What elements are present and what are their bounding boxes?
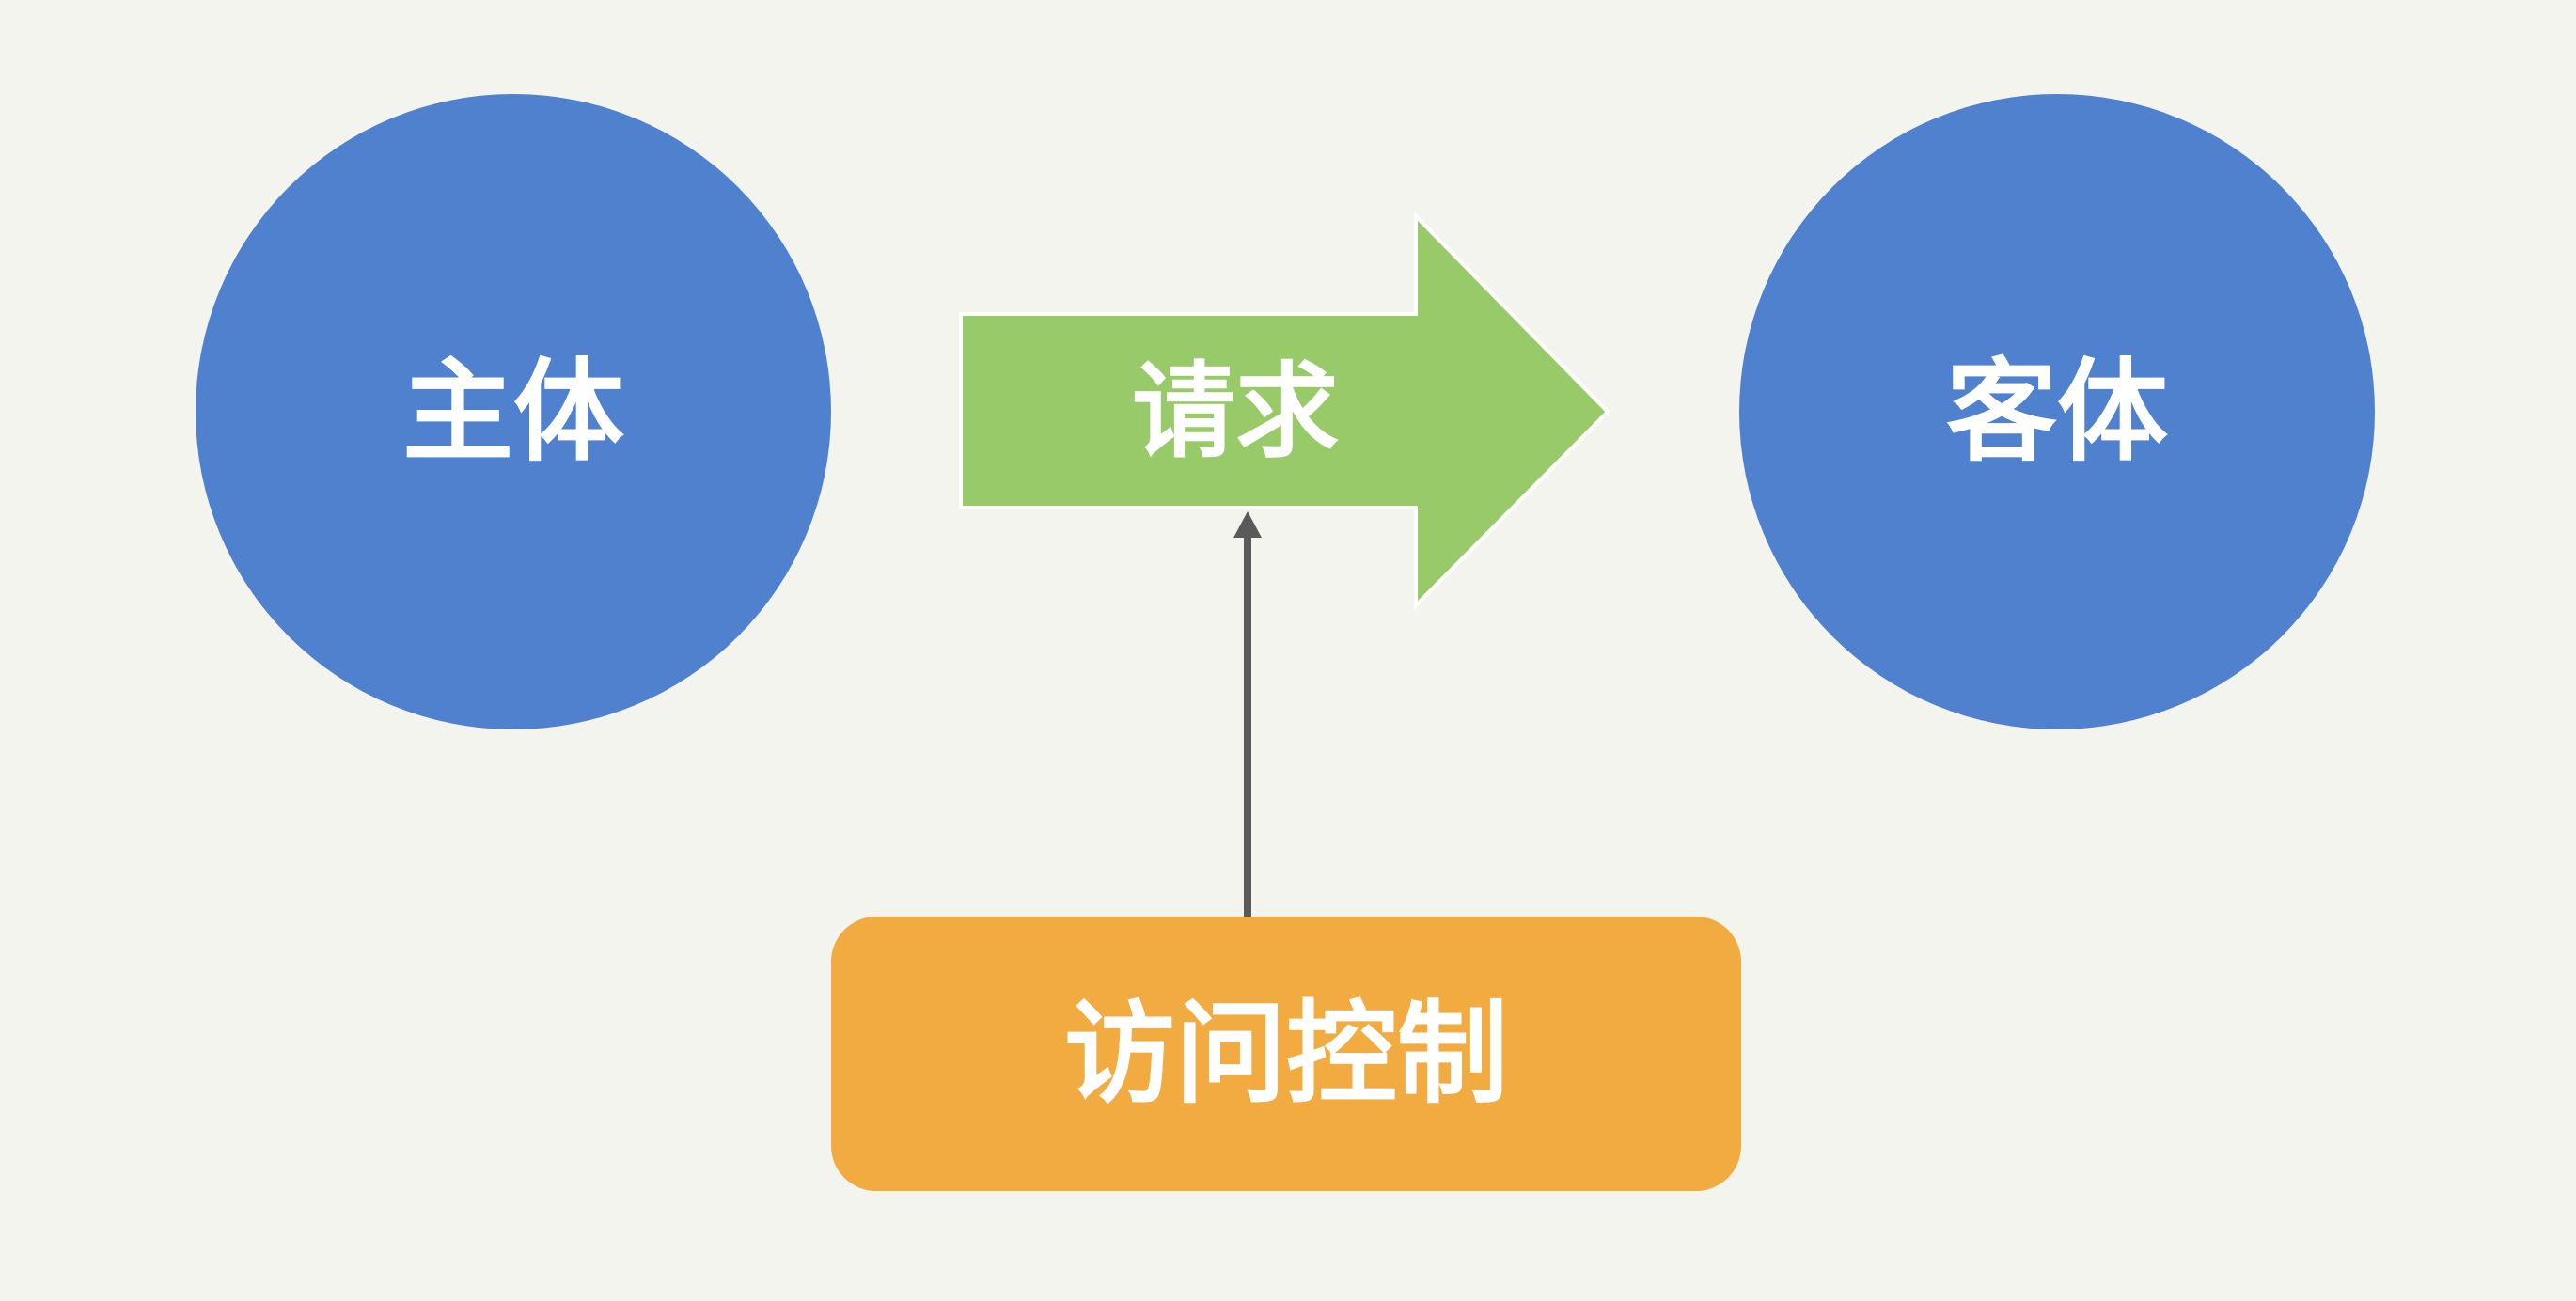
access-control-node: 访问控制	[831, 917, 1741, 1191]
control-connector	[1233, 511, 1262, 917]
control-connector-arrowhead-icon	[1233, 511, 1262, 538]
object-node: 客体	[1739, 94, 2375, 729]
request-label: 请求	[1132, 352, 1339, 472]
object-label: 客体	[1946, 347, 2168, 477]
request-arrow-shape	[959, 212, 1610, 610]
subject-circle	[196, 94, 831, 729]
access-control-box	[831, 917, 1741, 1191]
request-arrow: 请求	[959, 212, 1610, 610]
subject-node: 主体	[196, 94, 831, 729]
object-circle	[1739, 94, 2375, 729]
access-control-label: 访问控制	[1064, 989, 1508, 1119]
subject-label: 主体	[402, 347, 624, 477]
